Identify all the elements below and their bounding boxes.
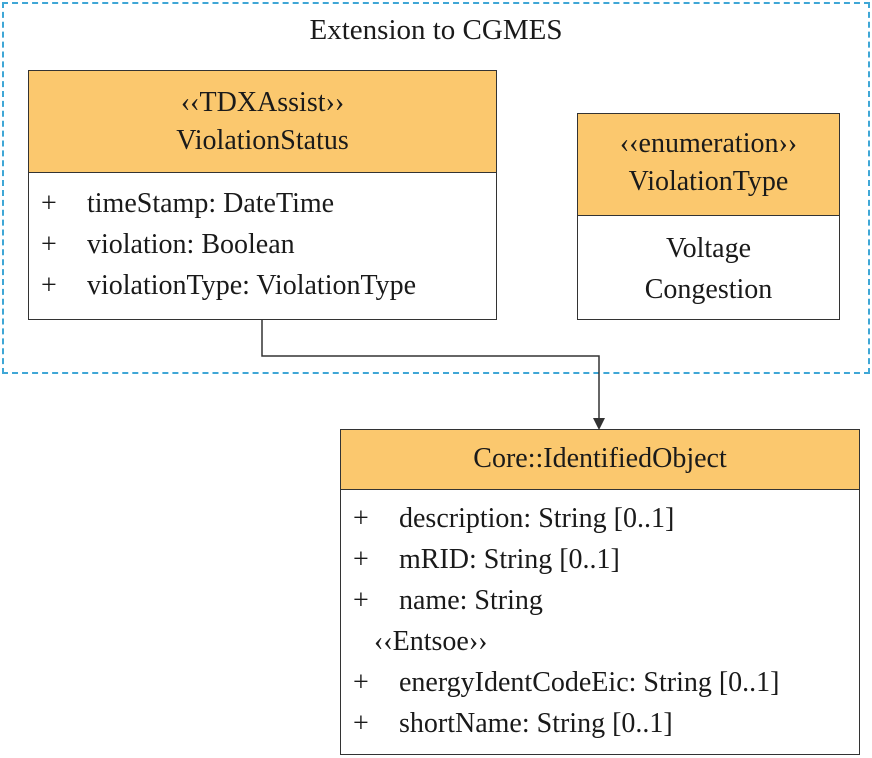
visibility-marker: +: [41, 188, 57, 219]
enum-literals: Voltage Congestion: [578, 216, 839, 310]
extension-package-boundary: [2, 2, 870, 374]
connector-line: [261, 320, 600, 420]
attribute-row: + timeStamp: DateTime: [29, 183, 496, 224]
class-name: Core::IdentifiedObject: [473, 443, 727, 474]
class-identified-object[interactable]: Core::IdentifiedObject + description: St…: [340, 429, 860, 755]
enum-header: ‹‹enumeration›› ViolationType: [578, 114, 839, 216]
visibility-marker: +: [353, 667, 369, 698]
stereotype-group-label: ‹‹Entsoe››: [341, 621, 859, 662]
class-violation-status[interactable]: ‹‹TDXAssist›› ViolationStatus + timeStam…: [28, 70, 497, 320]
attribute-text: name: String: [399, 585, 543, 616]
class-attributes: + description: String [0..1] + mRID: Str…: [341, 490, 859, 744]
visibility-marker: +: [353, 544, 369, 575]
attribute-row: + energyIdentCodeEic: String [0..1]: [341, 662, 859, 703]
connector-arrowhead: [593, 418, 605, 430]
attribute-row: + description: String [0..1]: [341, 498, 859, 539]
class-header: ‹‹TDXAssist›› ViolationStatus: [29, 71, 496, 173]
enum-stereotype: ‹‹enumeration››: [619, 128, 798, 159]
attribute-text: mRID: String [0..1]: [399, 544, 620, 575]
visibility-marker: +: [41, 270, 57, 301]
visibility-marker: +: [353, 503, 369, 534]
attribute-row: + name: String: [341, 580, 859, 621]
enum-name: ViolationType: [628, 166, 789, 197]
visibility-marker: +: [41, 229, 57, 260]
attribute-row: + violation: Boolean: [29, 224, 496, 265]
attribute-text: shortName: String [0..1]: [399, 708, 673, 739]
enum-literal: Congestion: [644, 274, 773, 305]
attribute-text: violationType: ViolationType: [87, 270, 417, 301]
visibility-marker: +: [353, 585, 369, 616]
attribute-text: violation: Boolean: [87, 229, 295, 260]
attribute-row: + shortName: String [0..1]: [341, 703, 859, 744]
class-stereotype: ‹‹TDXAssist››: [180, 87, 345, 118]
attribute-text: description: String [0..1]: [399, 503, 675, 534]
attribute-row: + mRID: String [0..1]: [341, 539, 859, 580]
class-header: Core::IdentifiedObject: [341, 430, 859, 490]
enum-literal: Voltage: [665, 233, 752, 264]
class-name: ViolationStatus: [176, 125, 349, 156]
enum-violation-type[interactable]: ‹‹enumeration›› ViolationType Voltage Co…: [577, 113, 840, 320]
visibility-marker: +: [353, 708, 369, 739]
attribute-text: timeStamp: DateTime: [87, 188, 335, 219]
extension-package-title: Extension to CGMES: [309, 14, 563, 46]
attribute-text: energyIdentCodeEic: String [0..1]: [399, 667, 780, 698]
group-stereotype: ‹‹Entsoe››: [374, 626, 488, 657]
class-attributes: + timeStamp: DateTime + violation: Boole…: [29, 173, 496, 306]
attribute-row: + violationType: ViolationType: [29, 265, 496, 306]
